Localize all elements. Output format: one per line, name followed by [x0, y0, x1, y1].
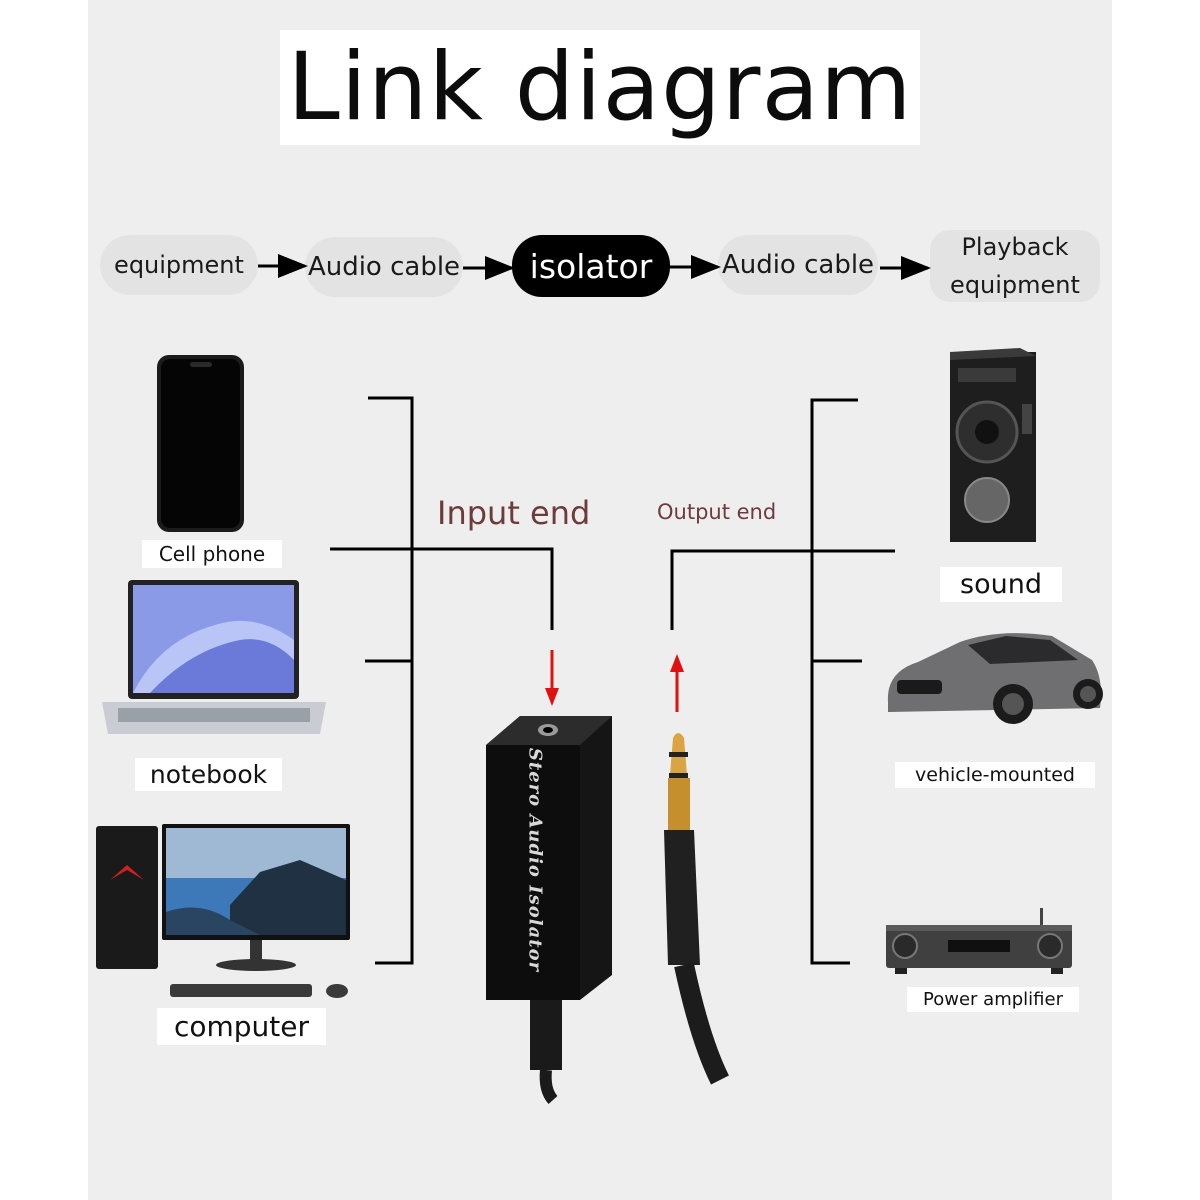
playback-line-2: equipment: [950, 271, 1080, 299]
isolator-device-icon: [486, 716, 612, 1105]
flow-step-playback-equipment: Playback equipment: [930, 230, 1100, 302]
computer-icon: [96, 824, 350, 998]
output-label-power-amplifier: Power amplifier: [907, 987, 1079, 1012]
playback-line-1: Playback: [961, 233, 1069, 261]
notebook-icon: [102, 580, 326, 734]
cell-phone-icon: [157, 355, 244, 532]
right-bracket: [670, 398, 895, 965]
power-amplifier-icon: [886, 908, 1072, 974]
input-end-label: Input end: [437, 494, 591, 532]
diagram-title: Link diagram: [280, 30, 920, 145]
speaker-icon: [950, 348, 1036, 542]
car-icon: [887, 633, 1103, 724]
output-red-arrow: [670, 654, 684, 712]
source-label-cell-phone: Cell phone: [142, 540, 282, 568]
output-label-vehicle-mounted: vehicle-mounted: [895, 762, 1095, 788]
flow-step-audio-cable-2: Audio cable: [718, 235, 878, 295]
flow-step-audio-cable-1: Audio cable: [305, 237, 463, 297]
input-red-arrow: [545, 650, 559, 706]
output-end-label: Output end: [657, 500, 777, 524]
audio-plug-icon: [664, 733, 729, 1085]
output-label-sound: sound: [940, 567, 1062, 602]
source-label-computer: computer: [157, 1008, 326, 1045]
left-bracket: [330, 396, 554, 965]
flow-step-equipment: equipment: [100, 235, 258, 295]
source-label-notebook: notebook: [135, 758, 282, 791]
isolator-device-text: Stero Audio Isolator: [524, 747, 546, 973]
flow-step-isolator: isolator: [512, 235, 670, 297]
